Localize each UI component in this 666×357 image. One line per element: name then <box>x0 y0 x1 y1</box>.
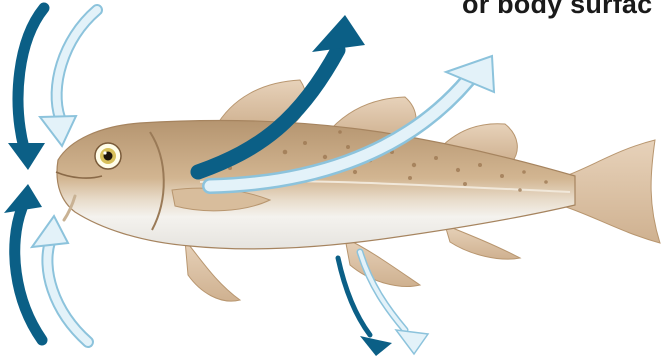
anal-fin-1 <box>345 238 420 286</box>
light-arrowhead-gill-down <box>396 330 428 354</box>
fish-illustration <box>56 80 660 301</box>
dark-arrowhead-gill-down <box>360 336 392 356</box>
dark-arrow-top-left <box>18 8 44 148</box>
light-arrowhead-bottom-left <box>32 216 68 247</box>
light-arrowhead-top-left <box>40 116 76 146</box>
eye-icon <box>95 143 121 169</box>
dark-arrowhead-bottom-left <box>4 184 42 213</box>
anal-fin-2 <box>445 225 520 259</box>
dark-arrowhead-gill-up <box>312 15 365 52</box>
caption-text: or body surfac <box>462 0 652 20</box>
dark-arrowhead-top-left <box>8 143 45 170</box>
dark-arrow-bottom-left <box>15 208 42 340</box>
